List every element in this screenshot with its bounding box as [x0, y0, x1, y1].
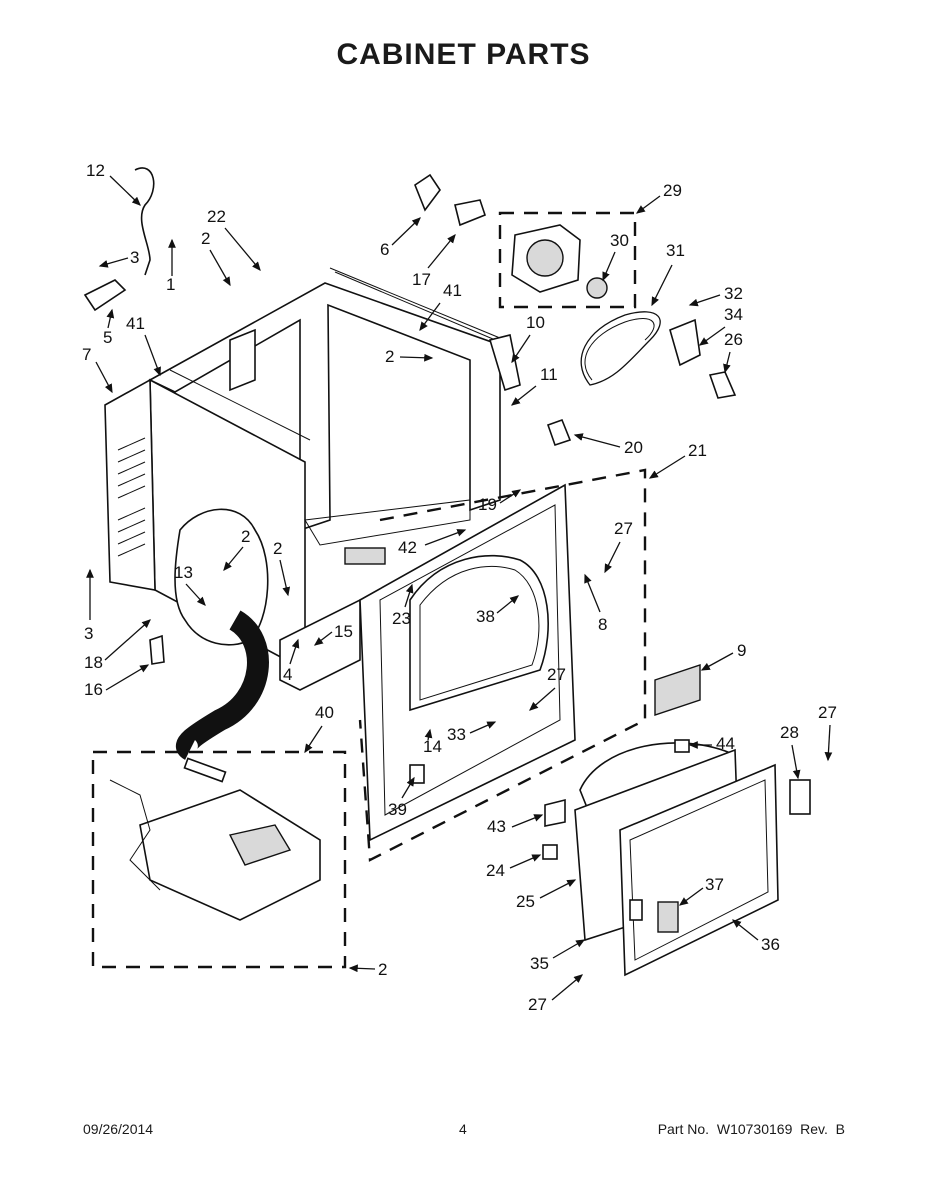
callout-16: 16	[84, 680, 103, 699]
callout-40: 40	[315, 703, 334, 722]
callout-24: 24	[486, 861, 505, 880]
callout-36: 36	[761, 935, 780, 954]
callout-22: 22	[207, 207, 226, 226]
callout-27-mid: 27	[547, 665, 566, 684]
callout-2-mid: 2	[385, 347, 394, 366]
callout-38: 38	[476, 607, 495, 626]
callout-4: 4	[283, 665, 292, 684]
callout-11: 11	[540, 365, 558, 384]
callout-2-bottom: 2	[378, 960, 387, 979]
callout-32: 32	[724, 284, 743, 303]
callout-25: 25	[516, 892, 535, 911]
callout-44: 44	[716, 734, 735, 753]
callout-10: 10	[526, 313, 545, 332]
footer-date: 09/26/2014	[83, 1121, 154, 1137]
callout-19: 19	[478, 495, 497, 514]
callout-41-left: 41	[126, 314, 145, 333]
small-parts	[83, 167, 737, 860]
callout-12: 12	[86, 161, 105, 180]
motor-group	[498, 211, 637, 309]
callout-20: 20	[624, 438, 643, 457]
callout-9: 9	[737, 641, 746, 660]
callout-41-right: 41	[443, 281, 462, 300]
callout-2-left-a: 2	[241, 527, 250, 546]
callout-8: 8	[598, 615, 607, 634]
callout-6: 6	[380, 240, 389, 259]
callout-3: 3	[130, 248, 139, 267]
callout-23: 23	[392, 609, 411, 628]
callout-2: 2	[201, 229, 210, 248]
callout-13: 13	[174, 563, 193, 582]
callout-42: 42	[398, 538, 417, 557]
callout-33: 33	[447, 725, 466, 744]
callout-29: 29	[663, 181, 682, 200]
cabinet-body	[104, 267, 501, 691]
footer-page-number: 4	[459, 1121, 467, 1137]
drive-belt	[580, 311, 661, 386]
callout-31: 31	[666, 241, 685, 260]
callout-27-right: 27	[818, 703, 837, 722]
footer-part-number: Part No. W10730169 Rev. B	[657, 1121, 845, 1137]
callout-18: 18	[84, 653, 103, 672]
burner-assembly	[91, 750, 347, 969]
callout-34: 34	[724, 305, 743, 324]
exhaust-hose	[176, 610, 269, 760]
callout-1: 1	[166, 275, 175, 294]
callout-15: 15	[334, 622, 353, 641]
callout-3-left: 3	[84, 624, 93, 643]
callout-27-bottom: 27	[528, 995, 547, 1014]
callout-21: 21	[688, 441, 707, 460]
callout-2-left-b: 2	[273, 539, 282, 558]
callout-14: 14	[423, 737, 442, 756]
callout-27-top: 27	[614, 519, 633, 538]
page-title: CABINET PARTS	[336, 38, 591, 71]
callout-39: 39	[388, 800, 407, 819]
callouts: 12 22 3 2 1 5 41 41 7 6 17 29 30 31 32 3…	[82, 161, 837, 1014]
callout-26: 26	[724, 330, 743, 349]
callout-17: 17	[412, 270, 431, 289]
callout-37: 37	[705, 875, 724, 894]
front-panel	[358, 468, 647, 862]
callout-30: 30	[610, 231, 629, 250]
callout-43: 43	[487, 817, 506, 836]
callout-7: 7	[82, 345, 91, 364]
callout-35: 35	[530, 954, 549, 973]
callout-28: 28	[780, 723, 799, 742]
door-assembly	[574, 664, 811, 977]
callout-5: 5	[103, 328, 112, 347]
